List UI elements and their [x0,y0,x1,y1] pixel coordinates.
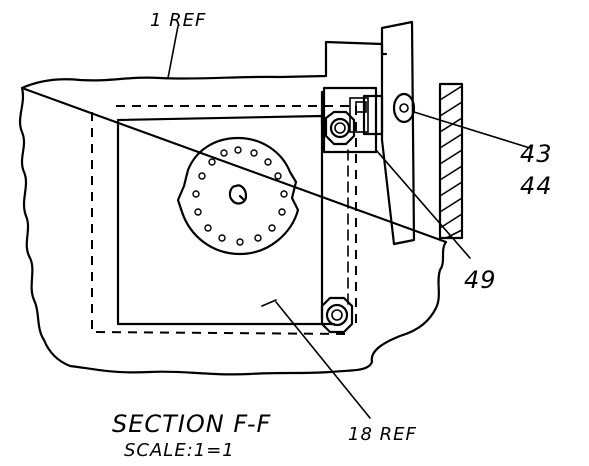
leader-1-ref [167,25,179,79]
hatched-wall [438,82,464,240]
scale-note: SCALE:1=1 [124,440,235,461]
housing-outline [18,40,448,376]
bracket-block [322,86,378,154]
mounting-plate [380,20,416,246]
label-44: 44 [520,172,553,200]
leader-49 [375,149,471,259]
adjusting-knob [355,92,416,136]
upper-pulley [324,110,356,146]
label-1-ref: 1 REF [150,10,206,31]
part-18-tick [261,299,277,307]
label-49: 49 [464,266,497,294]
center-keyhole [228,184,248,205]
label-43: 43 [520,140,553,168]
lower-pulley [320,296,354,334]
leader-43 [413,111,531,149]
section-title: SECTION F-F [112,410,272,438]
bolt-flange [176,136,300,256]
leader-18-ref [275,301,371,419]
body-plate [116,114,336,326]
label-18-ref: 18 REF [348,424,417,445]
